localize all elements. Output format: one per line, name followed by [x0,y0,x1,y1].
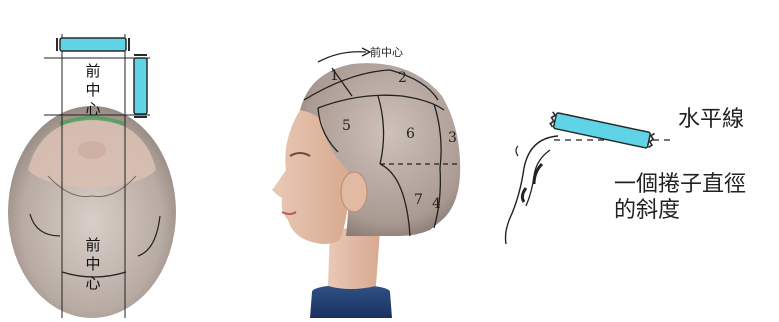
side-view-panel: 前中心 1 2 3 4 5 6 7 [230,0,490,322]
ear-top [516,146,518,156]
angle-label-line2: 的斜度 [614,198,680,224]
mannequin-ear [341,172,367,212]
tilted-roller [553,113,650,149]
top-view-panel: 前中心 前中心 [0,0,200,322]
angle-label-line1: 一個捲子直徑 [614,172,746,198]
arrow-front-center [318,52,366,62]
angle-diagram-panel: 水平線 一個捲子直徑 的斜度 [490,0,779,322]
section-number-6: 6 [406,126,415,142]
angle-diagram-drawing [490,0,779,322]
horizontal-line-label: 水平線 [678,107,744,133]
arrow-label-front-center: 前中心 [370,44,403,60]
section-number-1: 1 [330,68,339,84]
section-number-7: 7 [414,192,423,208]
section-number-5: 5 [342,118,351,134]
tilted-roller-group [549,112,654,149]
section-number-3: 3 [448,130,457,146]
roller-horizontal [60,38,126,51]
top-label-front-center: 前中心 [84,62,102,119]
bottom-label-front-center: 前中心 [84,236,102,293]
section-number-2: 2 [398,70,407,86]
ear-inner [534,164,542,184]
side-view-drawing [230,0,490,322]
ear-lobe [522,188,526,202]
nose [78,141,106,159]
mannequin-base [310,284,392,318]
section-number-4: 4 [432,196,441,212]
ear-outline [526,150,550,206]
roller-vertical [134,58,147,114]
